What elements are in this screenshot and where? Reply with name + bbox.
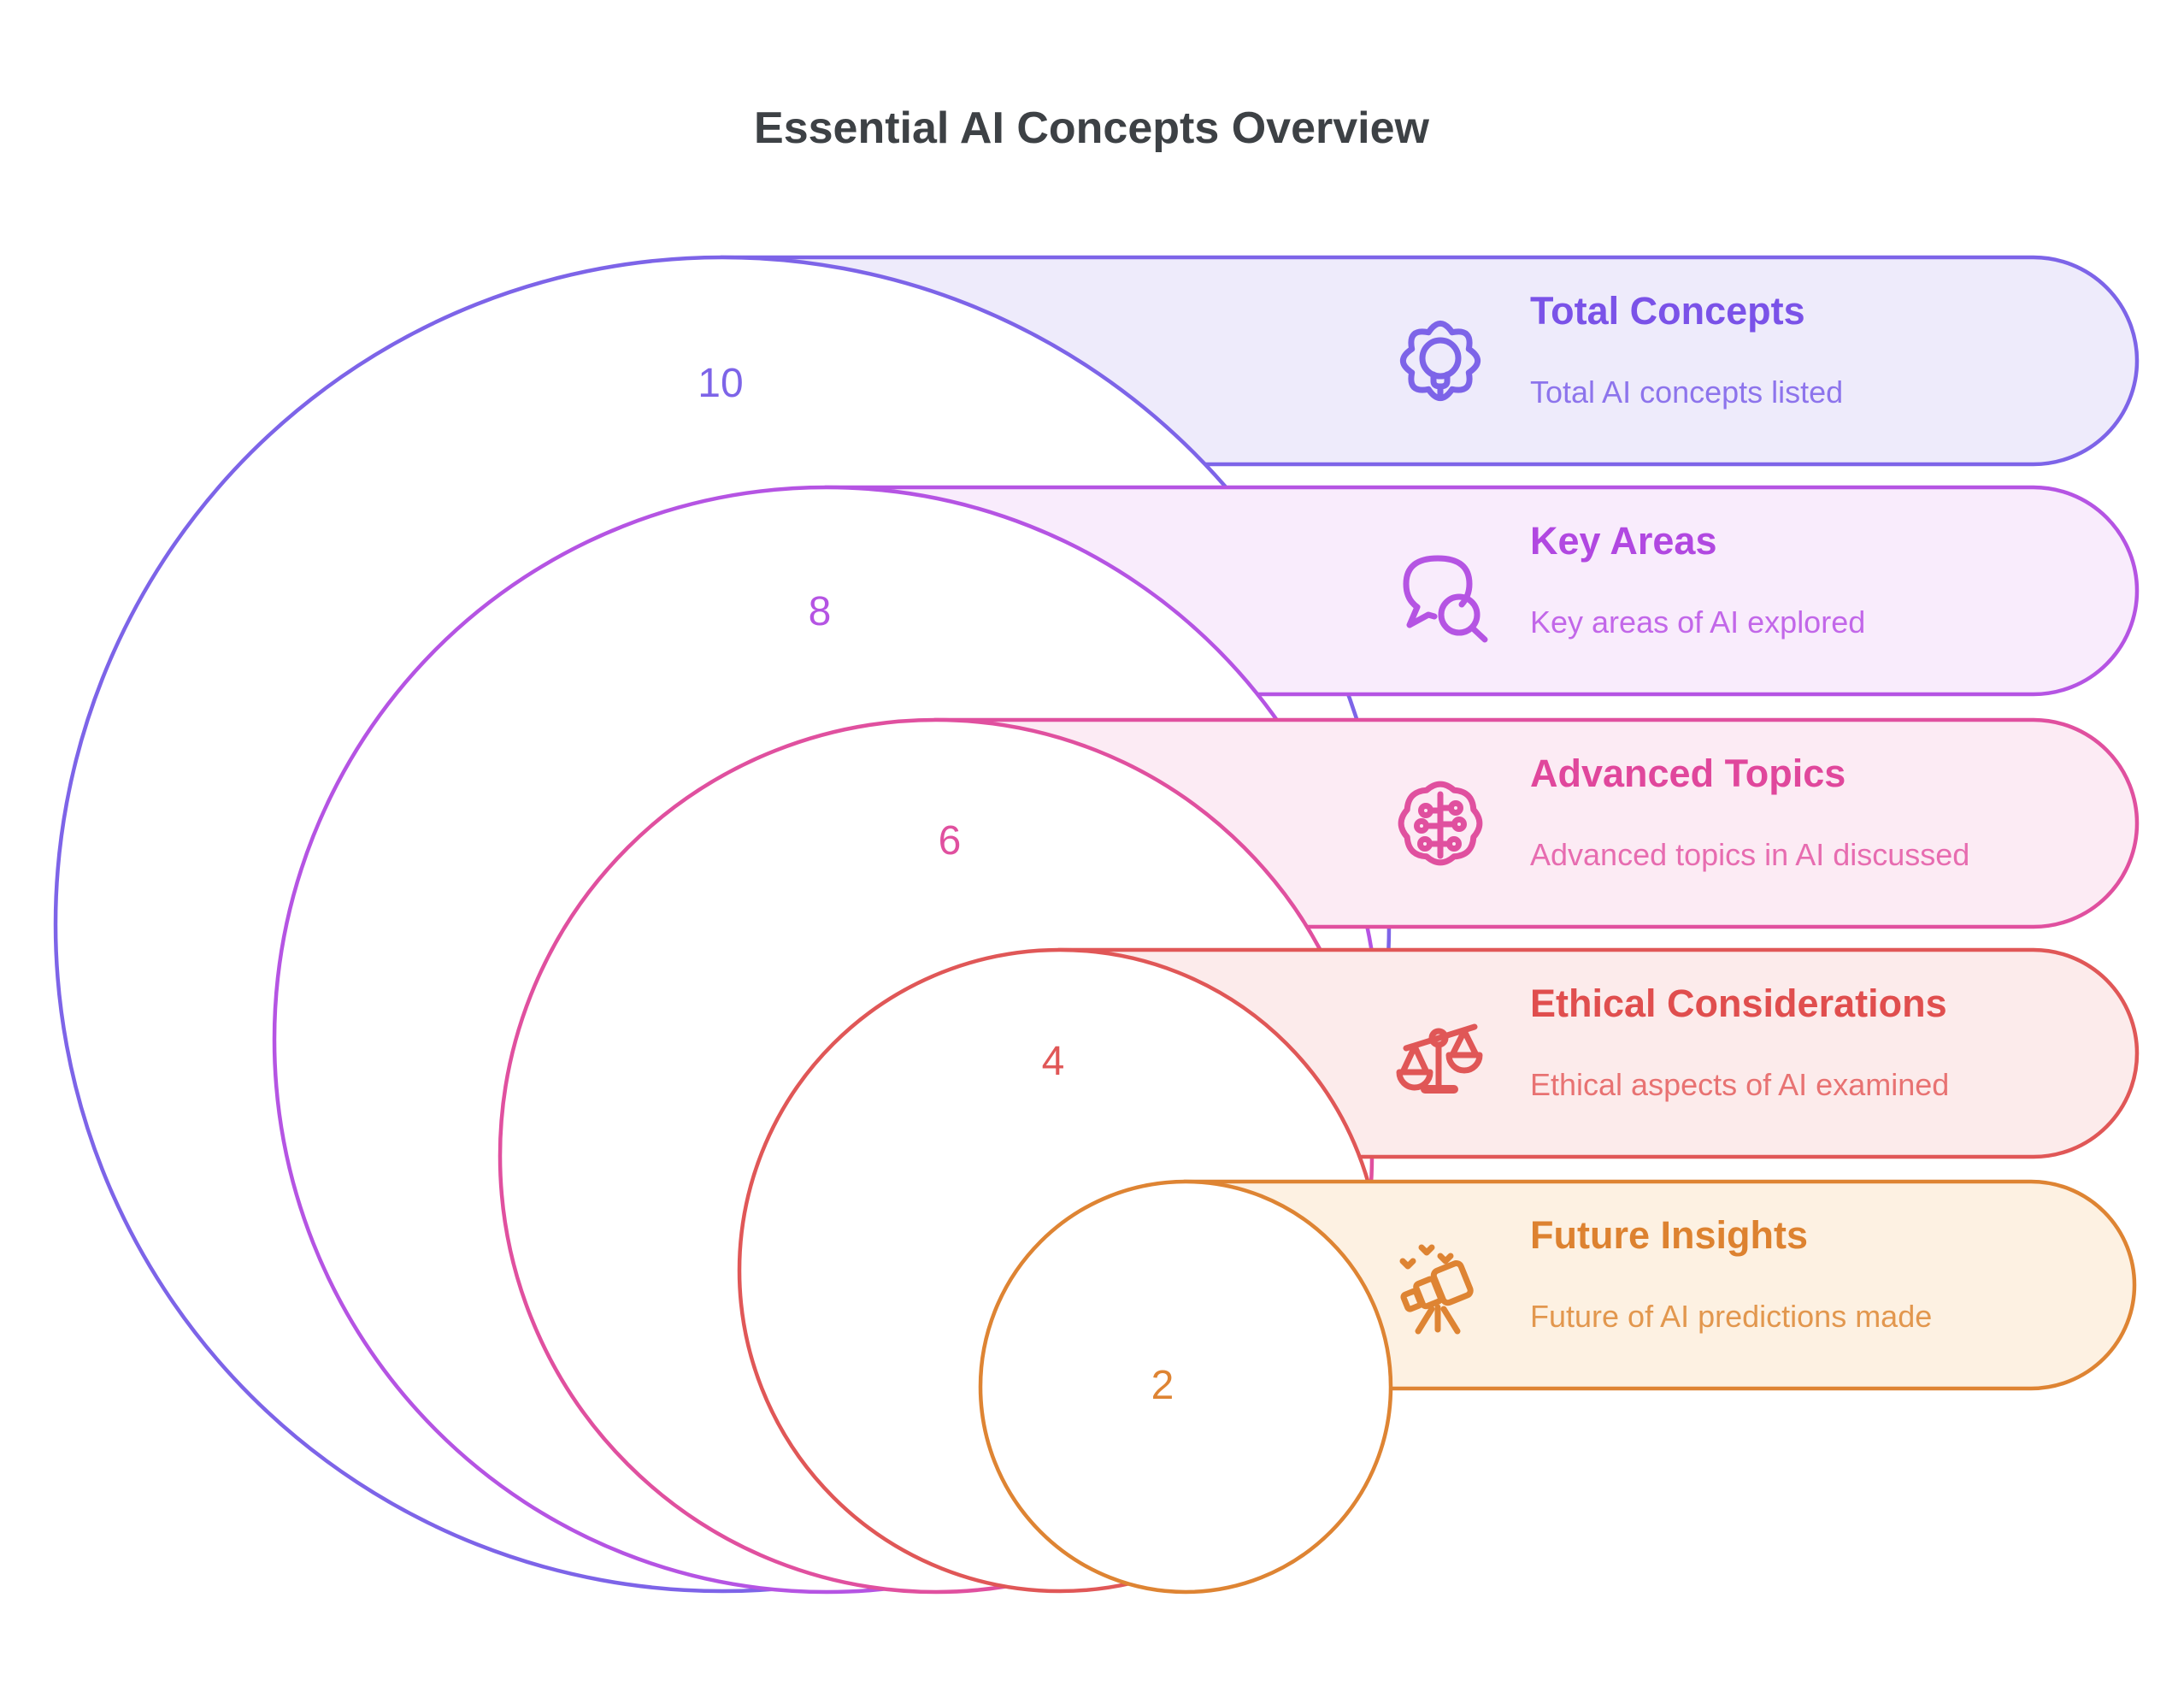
card-description-total-concepts: Total AI concepts listed <box>1530 374 1843 410</box>
card-future-insights <box>1183 1179 2137 1391</box>
card-title-advanced-topics: Advanced Topics <box>1530 752 1846 795</box>
card-title-ethical-considerations: Ethical Considerations <box>1530 982 1947 1025</box>
gear-lightbulb-icon <box>1399 320 1481 402</box>
telescope-icon <box>1399 1244 1474 1335</box>
value-label-total-concepts: 10 <box>698 361 743 406</box>
card-title-key-areas: Key Areas <box>1530 519 1716 563</box>
value-label-key-areas: 8 <box>809 589 832 634</box>
chat-search-icon <box>1403 555 1488 643</box>
brain-circuit-icon <box>1398 781 1483 866</box>
card-title-future-insights: Future Insights <box>1530 1213 1808 1257</box>
card-description-advanced-topics: Advanced topics in AI discussed <box>1530 837 1969 872</box>
value-label-ethical-considerations: 4 <box>1042 1039 1065 1084</box>
value-label-advanced-topics: 6 <box>939 818 962 864</box>
page-title: Essential AI Concepts Overview <box>754 103 1429 153</box>
card-description-key-areas: Key areas of AI explored <box>1530 604 1865 640</box>
card-description-future-insights: Future of AI predictions made <box>1530 1299 1932 1334</box>
circle-future-insights <box>978 1179 1393 1595</box>
card-title-total-concepts: Total Concepts <box>1530 289 1805 333</box>
value-label-future-insights: 2 <box>1151 1363 1174 1408</box>
scales-icon <box>1396 1023 1483 1094</box>
card-description-ethical-considerations: Ethical aspects of AI examined <box>1530 1067 1949 1102</box>
